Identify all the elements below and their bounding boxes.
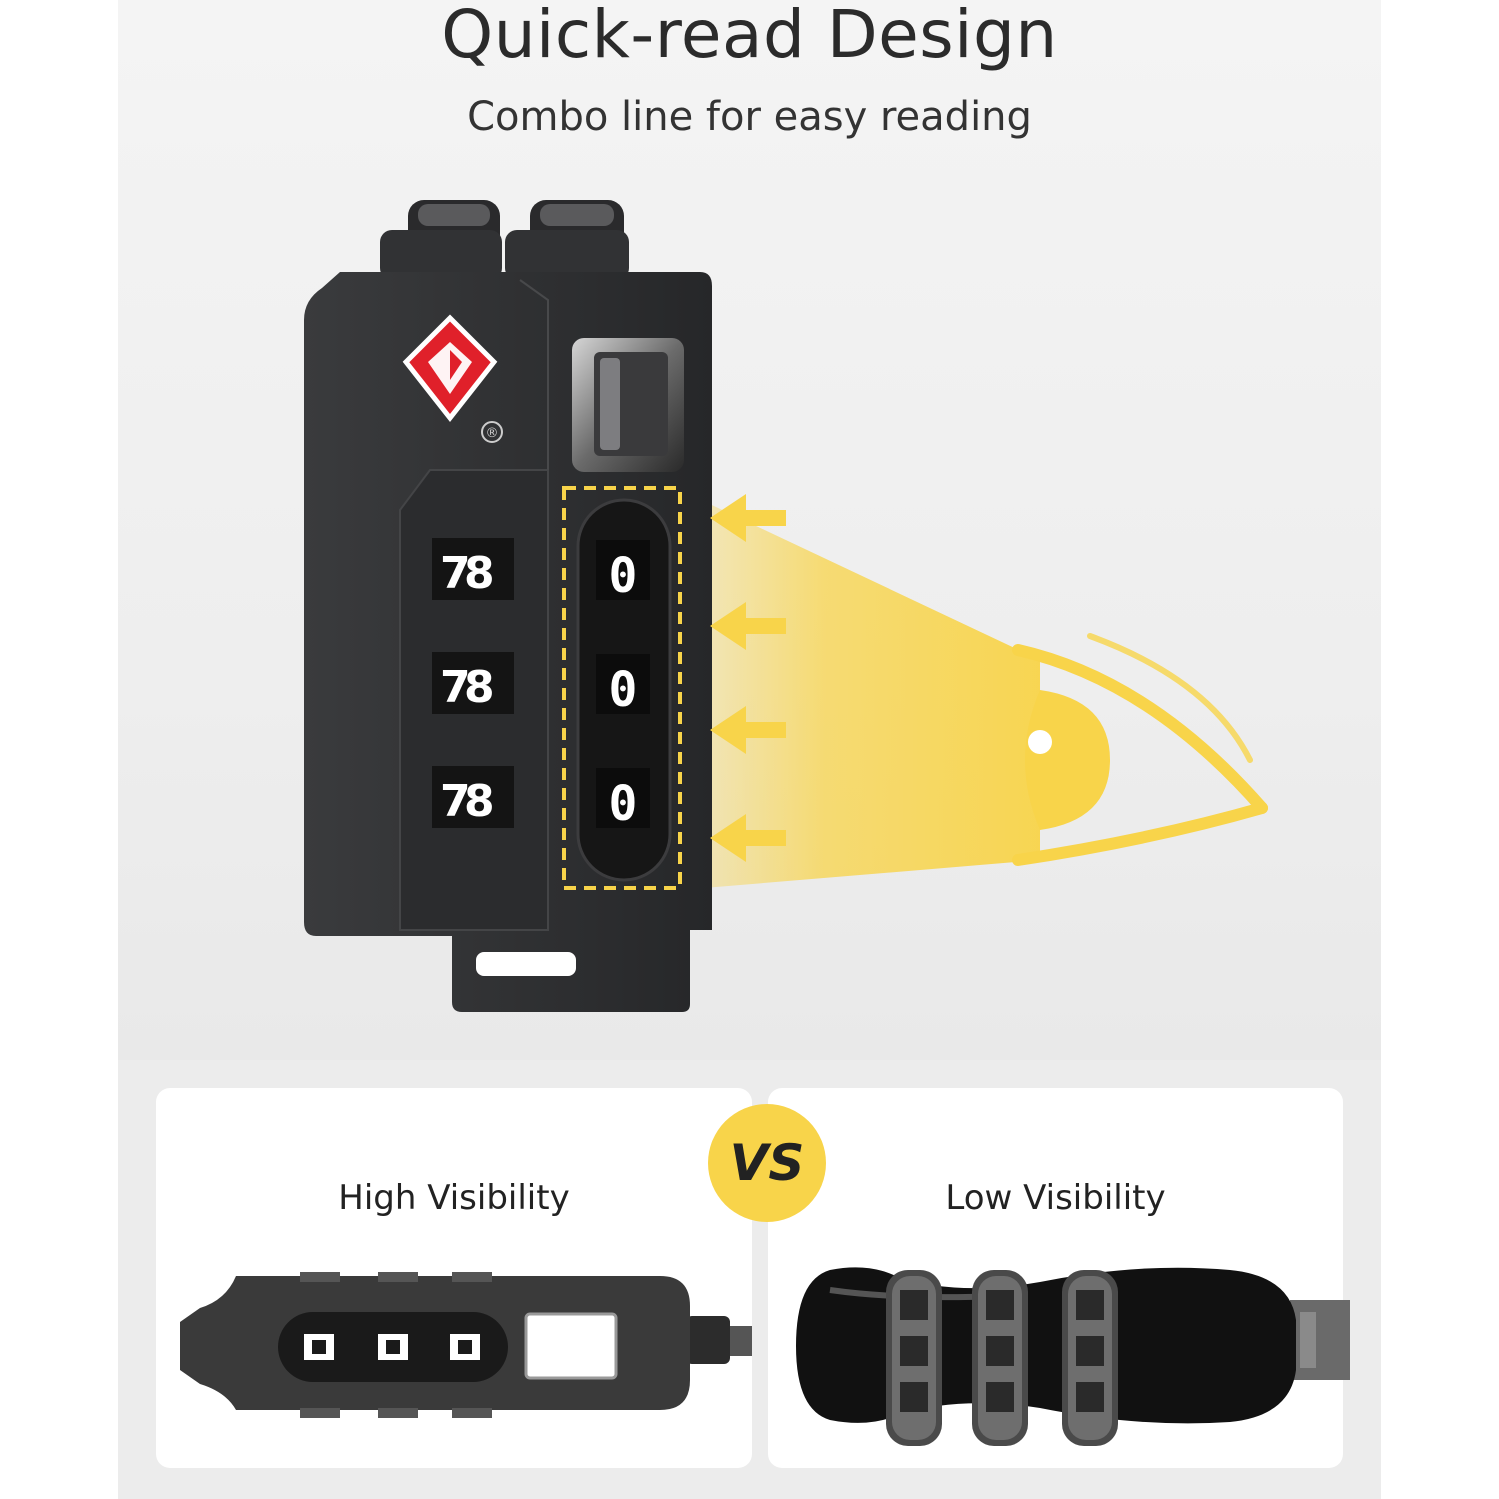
svg-text:®: ® bbox=[486, 426, 499, 441]
svg-text:7: 7 bbox=[440, 662, 471, 713]
svg-text:8: 8 bbox=[464, 548, 495, 599]
svg-text:0: 0 bbox=[609, 776, 638, 832]
page-subtitle: Combo line for easy reading bbox=[467, 94, 1032, 140]
svg-text:8: 8 bbox=[464, 662, 495, 713]
svg-text:8: 8 bbox=[464, 776, 495, 827]
cable-slot bbox=[476, 952, 576, 976]
svg-text:0: 0 bbox=[609, 662, 638, 718]
low-visibility-label: Low Visibility bbox=[945, 1178, 1166, 1218]
dial-ring-1 bbox=[886, 1270, 942, 1446]
dial-ring-3 bbox=[1062, 1270, 1118, 1446]
lock-illustration: ® 7 8 7 8 7 8 0 0 0 bbox=[304, 200, 1268, 1012]
combo-highlight-box bbox=[562, 486, 682, 890]
dial-ring-2 bbox=[972, 1270, 1028, 1446]
arrow-icon-1 bbox=[710, 494, 786, 542]
side-wheel-3: 7 8 bbox=[432, 766, 514, 828]
trademark-circle bbox=[481, 421, 503, 443]
svg-text:0: 0 bbox=[609, 548, 638, 604]
brand-logo-icon bbox=[402, 314, 498, 423]
high-visibility-lock-image bbox=[180, 1272, 752, 1418]
arrow-icon-4 bbox=[710, 814, 786, 862]
arrow-icon-2 bbox=[710, 602, 786, 650]
sight-beam bbox=[680, 490, 1040, 890]
svg-text:7: 7 bbox=[440, 776, 471, 827]
high-visibility-label: High Visibility bbox=[338, 1178, 570, 1218]
combo-digit-2: 0 bbox=[596, 654, 650, 718]
svg-text:7: 7 bbox=[440, 548, 471, 599]
combo-digit-1: 0 bbox=[596, 540, 650, 604]
arrow-icon-3 bbox=[710, 706, 786, 754]
low-visibility-lock-image bbox=[796, 1267, 1350, 1446]
page-title: Quick-read Design bbox=[441, 0, 1058, 73]
side-wheel-1: 7 8 bbox=[432, 538, 514, 600]
vs-badge: VS bbox=[708, 1104, 826, 1222]
eye-icon bbox=[1012, 633, 1268, 866]
side-wheel-2: 7 8 bbox=[432, 652, 514, 714]
combo-digit-3: 0 bbox=[596, 768, 650, 832]
